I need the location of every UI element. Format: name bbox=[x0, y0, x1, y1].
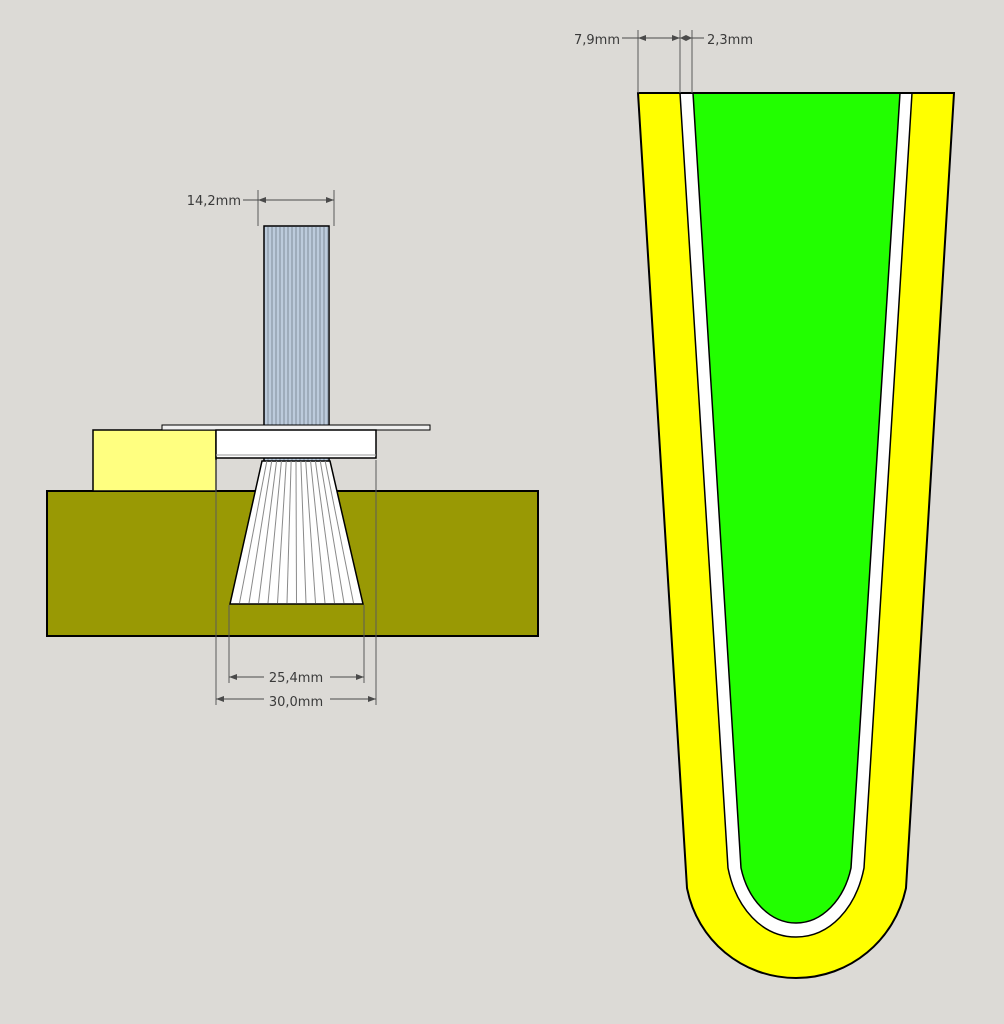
dimension-outer-wall: 7,9mm bbox=[574, 33, 680, 48]
dimension-top: 30,0mm bbox=[216, 691, 376, 710]
bristle-line bbox=[310, 460, 326, 604]
tapered-profile: 7,9mm 2,3mm bbox=[574, 30, 956, 980]
dimension-inner-gap: 2,3mm bbox=[680, 33, 753, 48]
bristle-line bbox=[300, 460, 307, 604]
dim-label-shank: 14,2mm bbox=[187, 194, 241, 209]
dim-label-top: 30,0mm bbox=[269, 695, 323, 710]
brush-assembly: 14,2mm 25,4mm 30,0mm bbox=[46, 190, 539, 710]
dim-label-inner-gap: 2,3mm bbox=[707, 33, 753, 48]
yellow-block bbox=[92, 429, 217, 492]
inner-core bbox=[692, 92, 901, 924]
dim-label-bottom: 25,4mm bbox=[269, 671, 323, 686]
bristle-line bbox=[239, 460, 268, 604]
bristle-line bbox=[277, 460, 287, 604]
bristle-line bbox=[258, 460, 278, 604]
bristle-line bbox=[324, 460, 354, 604]
extension-lines bbox=[215, 190, 377, 705]
dim-label-outer-wall: 7,9mm bbox=[574, 33, 620, 48]
bristle-line bbox=[319, 460, 345, 604]
bristle-line bbox=[314, 460, 335, 604]
brush-cone bbox=[229, 460, 364, 605]
bristle-line bbox=[267, 460, 282, 604]
flange bbox=[161, 424, 431, 459]
bristle-line bbox=[286, 460, 292, 604]
dimension-bottom: 25,4mm bbox=[229, 669, 364, 686]
bristle-line bbox=[295, 460, 297, 604]
dimension-shank: 14,2mm bbox=[187, 194, 334, 209]
bristle-line bbox=[305, 460, 316, 604]
bristle-line bbox=[248, 460, 273, 604]
